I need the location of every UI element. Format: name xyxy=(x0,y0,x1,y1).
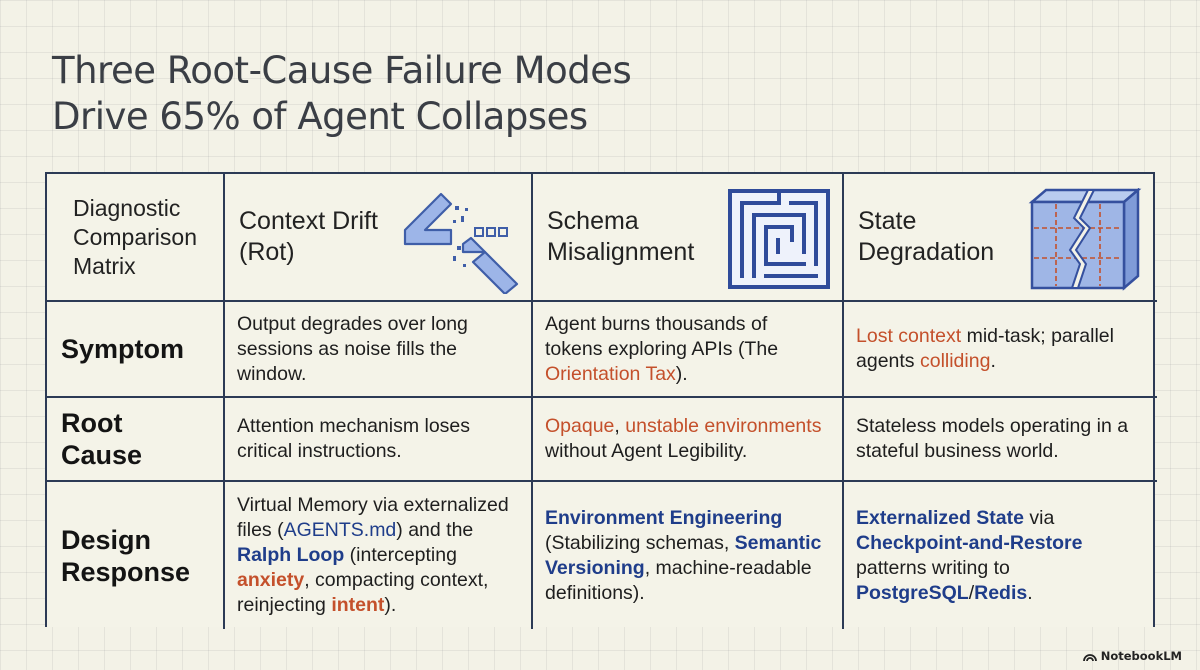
cell-root-cause-drift: Attention mechanism loses critical instr… xyxy=(225,398,533,482)
cell-text: Opaque, unstable environments without Ag… xyxy=(545,414,830,464)
text-segment: . xyxy=(1027,581,1033,604)
text-segment: ) and the xyxy=(396,519,474,541)
column-header-context-drift: Context Drift (Rot) xyxy=(225,174,533,302)
broken-bent-arrow-icon xyxy=(403,192,519,294)
row-label: Root Cause xyxy=(61,408,143,470)
highlight-term: Orientation Tax xyxy=(545,362,676,385)
text-segment: ). xyxy=(384,594,397,616)
cell-text: Stateless models operating in a stateful… xyxy=(856,415,1129,462)
column-header-schema-misalignment: Schema Misalignment xyxy=(533,174,844,302)
page-title-line-2: Drive 65% of Agent Collapses xyxy=(52,95,588,138)
cell-design-response-drift: Virtual Memory via externalized files (A… xyxy=(225,482,533,629)
page-title-line-1: Three Root-Cause Failure Modes xyxy=(52,49,632,92)
notebooklm-watermark: NotebookLM xyxy=(1082,649,1182,663)
column-header-label: Context Drift (Rot) xyxy=(239,207,378,266)
column-header-label: Schema Misalignment xyxy=(547,207,695,266)
cell-text: Attention mechanism loses critical instr… xyxy=(237,415,471,462)
maze-icon xyxy=(728,189,830,289)
row-header-symptom: Symptom xyxy=(47,302,225,398)
cell-root-cause-schema: Opaque, unstable environments without Ag… xyxy=(533,398,844,482)
highlight-term: anxiety xyxy=(237,569,305,591)
cell-text: Output degrades over long sessions as no… xyxy=(237,312,468,385)
highlight-term: Redis xyxy=(974,581,1028,604)
cell-text: Agent burns thousands of tokens explorin… xyxy=(545,312,830,387)
notebooklm-logo-icon xyxy=(1082,653,1097,661)
comparison-matrix: Diagnostic Comparison Matrix Context Dri… xyxy=(45,172,1157,629)
watermark-text: NotebookLM xyxy=(1100,649,1182,663)
text-segment: without Agent Legibility. xyxy=(545,440,748,462)
highlight-term: Checkpoint-and-Restore xyxy=(856,531,1083,554)
highlight-term: colliding xyxy=(919,350,991,372)
text-segment: , compacting context, reinjecting xyxy=(237,569,489,616)
highlight-term: unstable environments xyxy=(625,415,822,437)
highlight-term: Externalized State xyxy=(856,506,1024,529)
text-segment: Virtual Memory via externalized files ( xyxy=(237,494,509,541)
text-segment: (Stabilizing schemas, xyxy=(545,531,735,554)
text-segment: . xyxy=(990,350,996,372)
highlight-term: Semantic Versioning xyxy=(545,531,822,579)
cell-design-response-schema: Environment Engineering (Stabilizing sch… xyxy=(533,482,844,629)
highlight-term: Environment Engineering xyxy=(545,506,783,529)
text-segment: mid-task; parallel agents xyxy=(856,325,1114,372)
highlight-term: AGENTS.md xyxy=(283,519,397,541)
highlight-term: intent xyxy=(331,594,385,616)
text-segment: via xyxy=(1023,506,1055,529)
cell-text: Environment Engineering (Stabilizing sch… xyxy=(545,506,830,606)
row-header-root-cause: Root Cause xyxy=(47,398,225,482)
matrix-corner-label: Diagnostic Comparison Matrix xyxy=(73,194,197,279)
column-header-state-degradation: State Degradation xyxy=(844,174,1157,302)
text-segment: Agent burns thousands of tokens explorin… xyxy=(545,312,779,360)
row-label: Symptom xyxy=(61,334,185,364)
text-segment: , machine-readable definitions). xyxy=(545,556,812,604)
cell-text: Lost context mid-task; parallel agents c… xyxy=(856,324,1145,374)
cell-symptom-drift: Output degrades over long sessions as no… xyxy=(225,302,533,398)
text-segment: ). xyxy=(675,362,688,385)
cell-symptom-schema: Agent burns thousands of tokens explorin… xyxy=(533,302,844,398)
cell-text: Externalized State via Checkpoint-and-Re… xyxy=(856,506,1145,606)
page-title: Three Root-Cause Failure Modes Drive 65%… xyxy=(52,48,632,140)
column-header-label: State Degradation xyxy=(858,207,995,266)
cell-symptom-state: Lost context mid-task; parallel agents c… xyxy=(844,302,1157,398)
text-segment: / xyxy=(968,581,975,604)
highlight-term: Opaque xyxy=(545,415,615,437)
cell-text: Virtual Memory via externalized files (A… xyxy=(237,493,519,618)
cell-root-cause-state: Stateless models operating in a stateful… xyxy=(844,398,1157,482)
cell-design-response-state: Externalized State via Checkpoint-and-Re… xyxy=(844,482,1157,629)
row-label: Design Response xyxy=(61,524,191,587)
row-header-design-response: Design Response xyxy=(47,482,225,629)
matrix-corner-cell: Diagnostic Comparison Matrix xyxy=(47,174,225,302)
text-segment: , xyxy=(614,415,626,437)
cracked-cube-icon xyxy=(1028,188,1142,291)
highlight-term: Ralph Loop xyxy=(237,544,345,566)
text-segment: patterns writing to xyxy=(856,556,1010,579)
text-segment: (intercepting xyxy=(344,544,457,566)
highlight-term: Lost context xyxy=(856,325,962,347)
highlight-term: PostgreSQL xyxy=(856,581,969,604)
